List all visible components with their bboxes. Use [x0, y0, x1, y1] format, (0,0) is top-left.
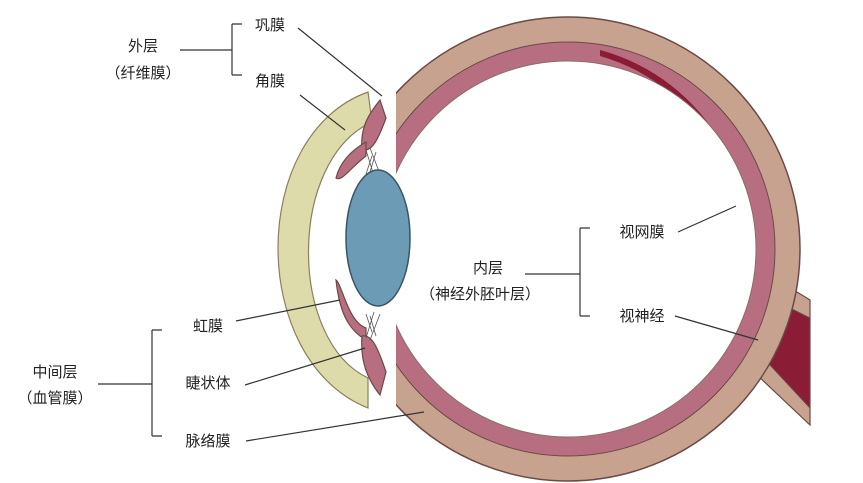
choroid-label: 脉络膜 [185, 432, 230, 450]
cornea-leader [299, 94, 346, 131]
ciliary-body-leader [244, 347, 366, 386]
middle-layer-sublabel: （血管膜） [17, 389, 92, 407]
outer-layer-bracket [180, 23, 242, 76]
sclera-label: 巩膜 [255, 16, 285, 34]
iris-upper [335, 140, 367, 180]
inner-layer-label: 内层 [473, 259, 503, 277]
lens [345, 169, 411, 307]
choroid-leader [245, 411, 425, 442]
retina-label: 视网膜 [619, 223, 664, 241]
retina-leader [677, 205, 737, 233]
zonule-fibers [365, 147, 381, 341]
middle-layer-bracket [98, 329, 162, 437]
ciliary-body-label: 睫状体 [185, 374, 230, 392]
outer-layer-sublabel: （纤维膜） [105, 64, 180, 82]
inner-layer-bracket [525, 227, 590, 317]
sclera-leader [297, 27, 383, 97]
cornea-layer [277, 91, 373, 409]
middle-layer-label: 中间层 [32, 363, 77, 381]
iris-lower [335, 278, 367, 342]
vitreous-body [379, 60, 757, 438]
ciliary-body-lower [361, 335, 387, 397]
inner-layer-sublabel: （神经外胚叶层） [420, 285, 540, 303]
iris-leader [235, 299, 341, 322]
iris-label: 虹膜 [193, 317, 223, 335]
optic-nerve-label: 视神经 [619, 307, 664, 325]
outer-layer-label: 外层 [128, 37, 158, 55]
optic-nerve-leader [674, 315, 759, 341]
cornea-label: 角膜 [255, 72, 285, 90]
